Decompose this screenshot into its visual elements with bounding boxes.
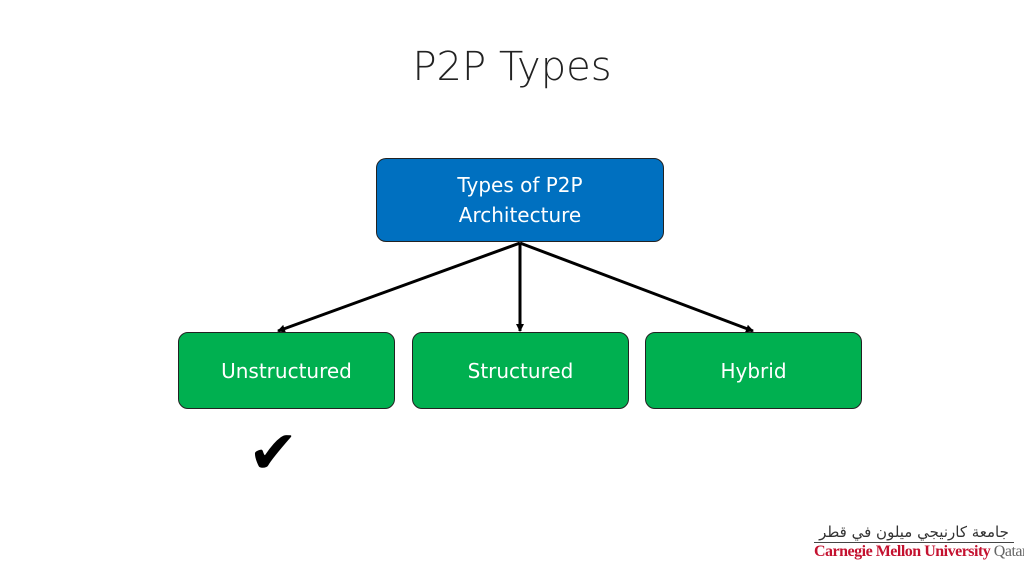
arrow-to-hybrid [519, 241, 754, 333]
node-label: Structured [467, 358, 574, 383]
node-structured: Structured [412, 332, 629, 409]
logo-name: Carnegie Mellon University [814, 543, 991, 560]
cmu-qatar-logo: جامعة كارنيجي ميلون في قطر Carnegie Mell… [814, 522, 1024, 561]
logo-suffix: Qatar [993, 543, 1024, 560]
slide-title: P2P Types [412, 44, 612, 90]
root-line-2: Architecture [458, 203, 582, 227]
node-label: Hybrid [720, 358, 787, 383]
node-unstructured: Unstructured [178, 332, 395, 409]
root-line-1: Types of P2P [457, 173, 583, 197]
node-hybrid: Hybrid [645, 332, 862, 409]
logo-arabic: جامعة كارنيجي ميلون في قطر [814, 522, 1014, 543]
root-node: Types of P2P Architecture [376, 158, 664, 242]
arrow-to-unstructured [277, 241, 521, 333]
node-label: Unstructured [221, 358, 352, 383]
check-mark-icon: ✔ [248, 418, 299, 488]
